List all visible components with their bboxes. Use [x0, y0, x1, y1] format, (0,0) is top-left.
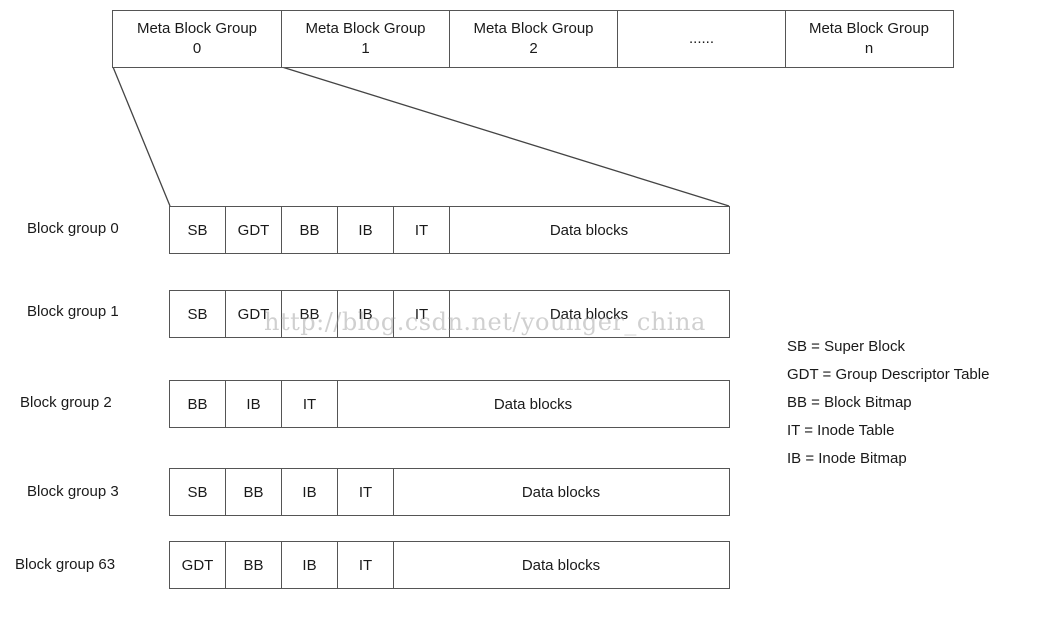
- ellipsis-text: ......: [688, 30, 714, 47]
- block-cell: BB: [282, 291, 338, 337]
- block-cell: GDT: [170, 542, 226, 588]
- meta-block-group-index: n: [864, 40, 874, 57]
- block-cell: IT: [282, 381, 338, 427]
- meta-block-group-row: Meta Block Group 0 Meta Block Group 1 Me…: [112, 10, 954, 68]
- block-cell: IB: [282, 469, 338, 515]
- block-cell: IB: [226, 381, 282, 427]
- data-blocks-cell: Data blocks: [521, 483, 601, 501]
- legend-item: BB = Block Bitmap: [787, 394, 912, 411]
- legend-item: GDT = Group Descriptor Table: [787, 366, 990, 383]
- block-group-label: Block group 2: [20, 394, 112, 411]
- meta-block-group-cell: Meta Block Group 0: [113, 11, 282, 67]
- block-group-label: Block group 1: [27, 303, 119, 320]
- block-group-label: Block group 3: [27, 483, 119, 500]
- block-group-row: SB GDT BB IB IT Data blocks: [169, 290, 730, 338]
- meta-block-group-index: 2: [529, 40, 538, 57]
- meta-block-group-title: Meta Block Group: [808, 20, 930, 37]
- block-group-row: GDT BB IB IT Data blocks: [169, 541, 730, 589]
- connector-left-line: [112, 66, 171, 207]
- block-cell: IT: [394, 207, 450, 253]
- block-cell: IB: [338, 207, 394, 253]
- meta-block-group-cell: Meta Block Group n: [786, 11, 952, 67]
- data-blocks-cell: Data blocks: [521, 556, 601, 574]
- watermark-text: http://blog.csdn.net/younger_china: [264, 308, 706, 336]
- block-group-label: Block group 63: [15, 556, 116, 573]
- block-cell: SB: [170, 207, 226, 253]
- block-cell: IT: [338, 469, 394, 515]
- meta-block-group-title: Meta Block Group: [305, 20, 426, 37]
- block-cell: SB: [170, 291, 226, 337]
- meta-block-group-cell: Meta Block Group 2: [450, 11, 618, 67]
- block-group-row: SB GDT BB IB IT Data blocks: [169, 206, 730, 254]
- block-cell: SB: [170, 469, 226, 515]
- meta-block-group-ellipsis-cell: ......: [618, 11, 786, 67]
- block-cell: BB: [282, 207, 338, 253]
- block-group-label: Block group 0: [27, 220, 119, 237]
- connector-right-line: [281, 66, 730, 207]
- meta-block-group-title: Meta Block Group: [136, 20, 258, 37]
- block-cell: GDT: [226, 207, 282, 253]
- data-blocks-cell: Data blocks: [549, 221, 629, 239]
- data-blocks-cell: Data blocks: [549, 305, 629, 323]
- block-group-row: BB IB IT Data blocks: [169, 380, 730, 428]
- block-cell: IB: [338, 291, 394, 337]
- block-cell: GDT: [226, 291, 282, 337]
- legend-item: IB = Inode Bitmap: [787, 450, 907, 467]
- legend-item: IT = Inode Table: [787, 422, 895, 439]
- block-cell: IB: [282, 542, 338, 588]
- meta-block-group-index: 1: [361, 40, 370, 57]
- legend-item: SB = Super Block: [787, 338, 905, 355]
- meta-block-group-title: Meta Block Group: [473, 20, 594, 37]
- meta-block-group-cell: Meta Block Group 1: [282, 11, 450, 67]
- block-cell: BB: [226, 469, 282, 515]
- block-group-row: SB BB IB IT Data blocks: [169, 468, 730, 516]
- data-blocks-cell: Data blocks: [493, 395, 573, 413]
- block-cell: BB: [226, 542, 282, 588]
- block-cell: IT: [338, 542, 394, 588]
- meta-block-group-index: 0: [192, 40, 202, 57]
- block-cell: BB: [170, 381, 226, 427]
- block-cell: IT: [394, 291, 450, 337]
